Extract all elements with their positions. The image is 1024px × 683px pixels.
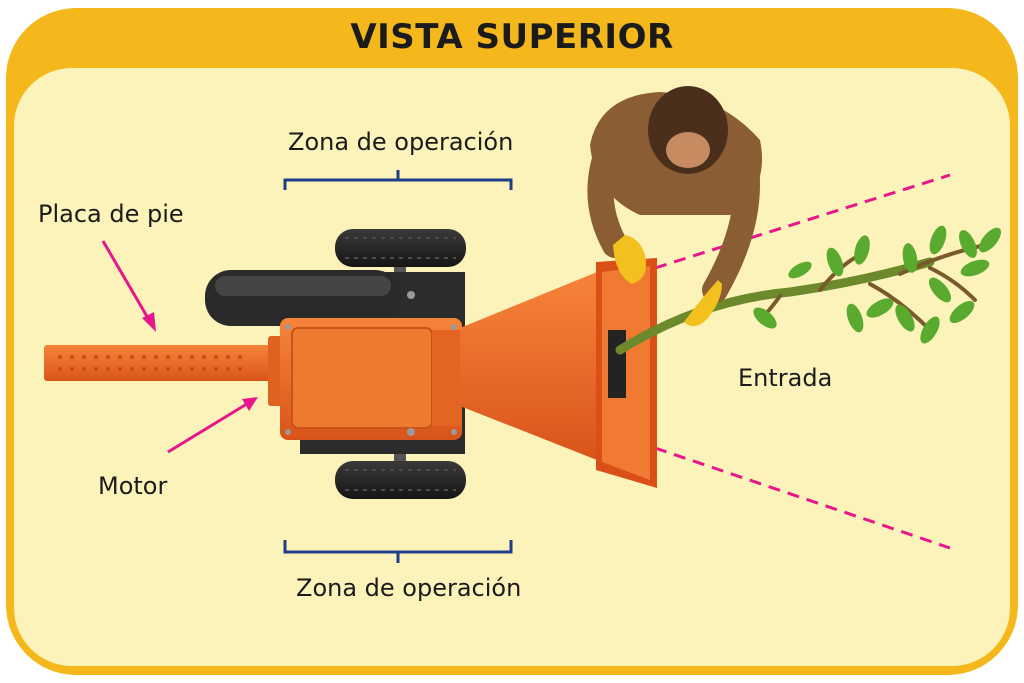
motor-label: Motor	[98, 472, 168, 500]
diagram-title: VISTA SUPERIOR	[350, 17, 674, 57]
foot-plate-arrow	[101, 240, 156, 332]
motor-housing	[268, 291, 462, 440]
operator	[587, 86, 762, 327]
motor-arrow	[167, 397, 258, 454]
foot-plate	[44, 345, 282, 381]
inlet-label: Entrada	[738, 364, 833, 392]
zone-label-bottom: Zona de operación	[296, 574, 522, 602]
zone-bracket-top	[283, 170, 513, 190]
foot-plate-label: Placa de pie	[38, 200, 184, 228]
inlet-danger-lines	[654, 173, 951, 550]
zone-label-top: Zona de operación	[288, 128, 514, 156]
zone-bracket-bottom	[283, 540, 513, 563]
branch	[615, 225, 1002, 355]
feed-hopper	[460, 258, 657, 488]
engine-cover	[205, 270, 401, 326]
